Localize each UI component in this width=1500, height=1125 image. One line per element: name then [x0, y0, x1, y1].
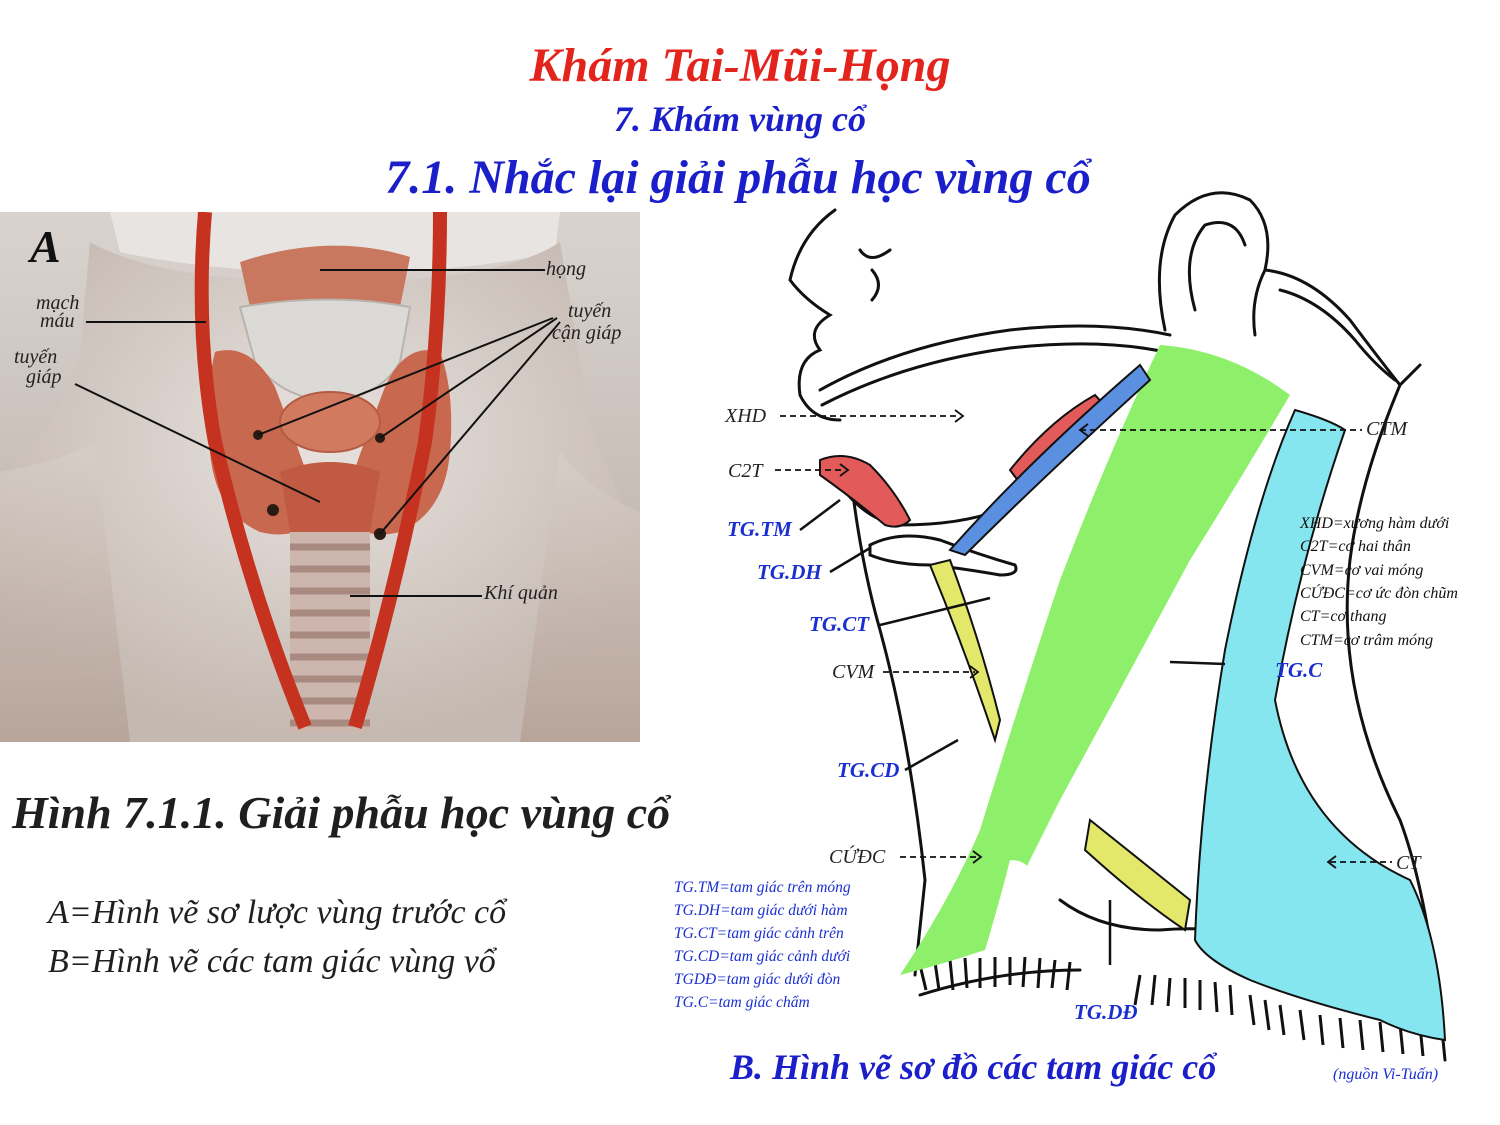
label-cvm: CVM	[832, 661, 875, 683]
face-outline	[788, 208, 842, 422]
caption-line-b: B=Hình vẽ các tam giác vùng vổ	[48, 943, 496, 980]
ear	[1157, 191, 1270, 337]
label-ctm: CTM	[1366, 418, 1408, 440]
figure-b-caption: B. Hình vẽ sơ đồ các tam giác cổ	[730, 1047, 1217, 1087]
legend-right-item: CVM=cơ vai móng	[1300, 562, 1424, 579]
label-tg-ct: TG.CT	[809, 612, 870, 636]
caption-line-a: A=Hình vẽ sơ lược vùng trước cổ	[48, 894, 507, 931]
label-xhd: XHD	[725, 405, 767, 427]
legend-left-item: TG.CT=tam giác cảnh trên	[674, 925, 844, 942]
legend-left-item: TG.C=tam giác chẩm	[674, 994, 810, 1011]
legend-left-item: TGDĐ=tam giác dưới đòn	[674, 971, 841, 988]
label-tuyen-giap-1: tuyến	[14, 346, 58, 368]
panel-letter-a: A	[30, 221, 61, 272]
slide-title: Khám Tai-Mũi-Họng	[529, 39, 951, 92]
label-c2t: C2T	[728, 460, 763, 482]
label-tg-cd: TG.CD	[837, 758, 900, 782]
sternocleidomastoid-muscle	[900, 345, 1290, 975]
label-tuyen-giap-2: giáp	[26, 366, 62, 388]
subsection-heading: 7.1. Nhắc lại giải phẫu học vùng cổ	[385, 151, 1091, 204]
label-mach-mau-1: mạch	[36, 292, 80, 314]
figure-b-source: (nguồn Vi-Tuấn)	[1333, 1066, 1439, 1083]
label-tg-c: TG.C	[1275, 658, 1323, 682]
omohyoid-muscle	[928, 558, 1002, 744]
legend-left-item: TG.TM=tam giác trên móng	[674, 879, 851, 896]
trapezius-muscle	[1193, 408, 1447, 1042]
label-tg-tm: TG.TM	[727, 517, 792, 541]
digastric-muscle	[819, 455, 912, 528]
legend-right-item: XHD=xương hàm dưới	[1300, 515, 1450, 532]
figure-caption-title: Hình 7.1.1. Giải phẫu học vùng cổ	[12, 787, 671, 838]
figure-a-illustration	[0, 211, 640, 742]
legend-right-item: CỨĐC=cơ ức đòn chũm	[1300, 585, 1458, 602]
label-hong: họng	[546, 258, 586, 280]
label-ct: CT	[1396, 852, 1421, 874]
stylohyoid-muscle	[948, 363, 1152, 557]
legend-right-item: C2T=cơ hai thân	[1300, 538, 1411, 555]
label-tg-dd: TG.DĐ	[1074, 1000, 1138, 1024]
mandible	[818, 324, 1172, 392]
legend-left-item: TG.CD=tam giác cảnh dưới	[674, 948, 851, 965]
figure-a: A họng mạch máu tuyến giáp tuyến cận giá…	[0, 211, 640, 742]
label-tg-dh: TG.DH	[757, 560, 822, 584]
label-cudc: CỨĐC	[829, 846, 886, 868]
label-khi-quan: Khí quản	[484, 582, 558, 604]
legend-right-item: CTM=cơ trâm móng	[1300, 632, 1434, 649]
label-mach-mau-2: máu	[40, 310, 75, 332]
legend-right-item: CT=cơ thang	[1300, 608, 1387, 625]
section-heading: 7. Khám vùng cổ	[613, 99, 867, 139]
legend-left-item: TG.DH=tam giác dưới hàm	[674, 902, 848, 919]
label-tuyen-can-giap-1: tuyến	[568, 300, 612, 322]
label-tuyen-can-giap-2: cận giáp	[552, 322, 622, 344]
